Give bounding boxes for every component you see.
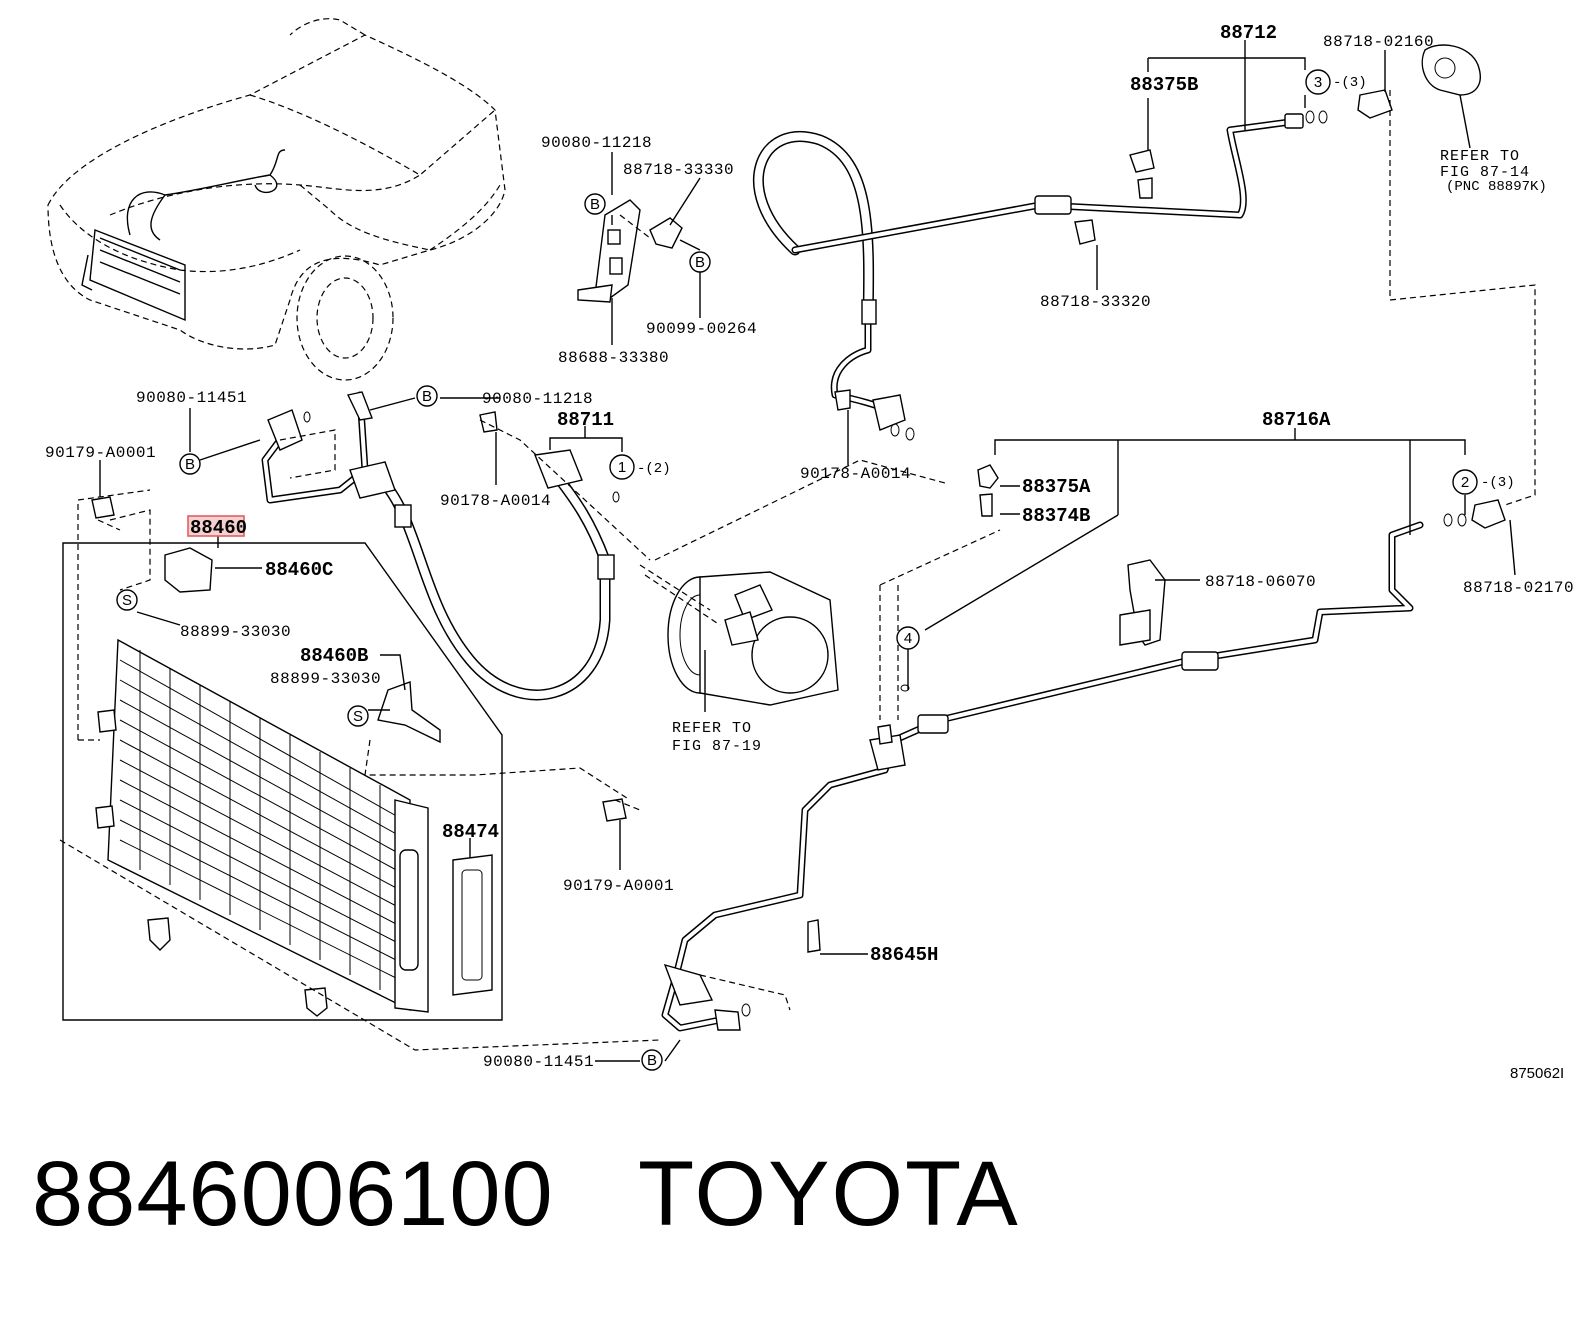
label-90080-11218-mid: 90080-11218 bbox=[482, 390, 593, 408]
svg-text:3: 3 bbox=[1314, 74, 1322, 91]
pipe-88712 bbox=[753, 44, 1481, 441]
part-number: 8846006100 bbox=[32, 1143, 554, 1245]
label-circle2-qty: -(3) bbox=[1481, 475, 1515, 491]
label-90179-A0001-bottom: 90179-A0001 bbox=[563, 877, 674, 895]
label-90178-A0014-mid: 90178-A0014 bbox=[800, 465, 911, 483]
compressor bbox=[639, 564, 839, 712]
svg-text:B: B bbox=[647, 1052, 657, 1069]
highlight-box-88460 bbox=[187, 515, 245, 537]
label-90080-11218-top: 90080-11218 bbox=[541, 134, 652, 152]
label-88718-33320: 88718-33320 bbox=[1040, 293, 1151, 311]
label-88460C: 88460C bbox=[265, 559, 333, 581]
label-refer-fig87-19-line1: REFER TO bbox=[672, 720, 752, 737]
svg-text:S: S bbox=[353, 708, 363, 725]
part-footer: 8846006100 TOYOTA bbox=[0, 1120, 1592, 1280]
marker-1: 1 bbox=[609, 454, 635, 480]
marker-b-2: B bbox=[689, 251, 711, 273]
leader-lines bbox=[99, 40, 1516, 1062]
label-88712: 88712 bbox=[1220, 22, 1277, 44]
svg-text:B: B bbox=[185, 456, 195, 473]
label-90179-A0001-left: 90179-A0001 bbox=[45, 444, 156, 462]
label-88474: 88474 bbox=[442, 821, 499, 843]
bracket-88688-33380 bbox=[577, 199, 683, 345]
label-circle1-qty: -(2) bbox=[637, 461, 671, 477]
svg-text:2: 2 bbox=[1461, 474, 1469, 491]
label-88718-06070: 88718-06070 bbox=[1205, 573, 1316, 591]
figure-code: 875062I bbox=[1510, 1065, 1564, 1080]
marker-b-5: B bbox=[641, 1049, 663, 1071]
label-circle3-qty: -(3) bbox=[1333, 75, 1367, 91]
car-illustration bbox=[47, 18, 506, 381]
label-88375A: 88375A bbox=[1022, 476, 1091, 498]
marker-4: 4 bbox=[896, 626, 920, 650]
label-refer-fig87-19-line2: FIG 87-19 bbox=[672, 738, 762, 755]
label-88460B: 88460B bbox=[300, 645, 368, 667]
label-88460: 88460 bbox=[190, 517, 247, 539]
label-90080-11451-bottom: 90080-11451 bbox=[483, 1053, 594, 1071]
condenser-assembly bbox=[59, 489, 661, 1051]
label-90178-A0014-left: 90178-A0014 bbox=[440, 492, 551, 510]
marker-3: 3 bbox=[1305, 69, 1331, 95]
fasteners bbox=[91, 496, 641, 822]
label-88899-33030-a: 88899-33030 bbox=[180, 623, 291, 641]
label-refer-fig87-14-line1: REFER TO bbox=[1440, 148, 1520, 165]
label-88711: 88711 bbox=[557, 409, 614, 431]
label-88374B: 88374B bbox=[1022, 505, 1090, 527]
svg-text:B: B bbox=[590, 196, 600, 213]
label-90080-11451-top: 90080-11451 bbox=[136, 389, 247, 407]
marker-s-2: S bbox=[347, 705, 369, 727]
label-88716A: 88716A bbox=[1262, 409, 1331, 431]
marker-s-1: S bbox=[116, 589, 138, 611]
label-88718-02170: 88718-02170 bbox=[1463, 579, 1574, 597]
label-88718-02160: 88718-02160 bbox=[1323, 33, 1434, 51]
parts-diagram: B B B B B S S 1 2 3 4 88712 88718-02160 … bbox=[45, 18, 1574, 1080]
label-refer-fig87-14-line2: FIG 87-14 bbox=[1440, 164, 1530, 181]
svg-text:4: 4 bbox=[904, 630, 912, 647]
svg-text:B: B bbox=[695, 254, 705, 271]
marker-b-4: B bbox=[416, 385, 438, 407]
marker-2: 2 bbox=[1452, 469, 1478, 495]
marker-b-1: B bbox=[584, 193, 606, 215]
label-88899-33030-b: 88899-33030 bbox=[270, 670, 381, 688]
hose-88711 bbox=[261, 391, 620, 701]
label-90099-00264: 90099-00264 bbox=[646, 320, 757, 338]
label-refer-fig87-14-line3: (PNC 88897K) bbox=[1446, 179, 1547, 195]
label-88645H: 88645H bbox=[870, 944, 938, 966]
label-88375B: 88375B bbox=[1130, 74, 1198, 96]
brand-name: TOYOTA bbox=[638, 1143, 1020, 1245]
svg-text:1: 1 bbox=[618, 459, 626, 476]
svg-text:B: B bbox=[422, 388, 432, 405]
label-88718-33330: 88718-33330 bbox=[623, 161, 734, 179]
pipe-88716A bbox=[279, 90, 1536, 1032]
label-88688-33380: 88688-33380 bbox=[558, 349, 669, 367]
marker-b-3: B bbox=[179, 453, 201, 475]
svg-text:S: S bbox=[122, 592, 132, 609]
